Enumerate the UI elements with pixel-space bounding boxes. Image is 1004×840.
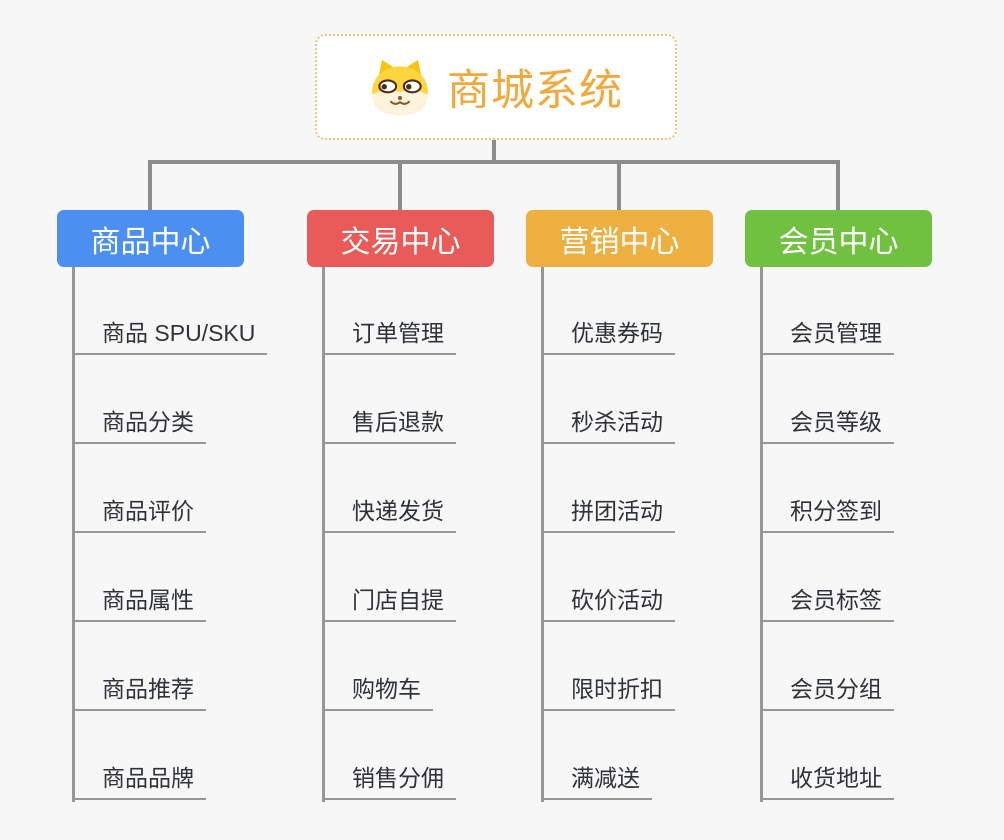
leaf-label: 会员管理 (790, 320, 882, 346)
leaf-label: 商品 SPU/SKU (102, 320, 256, 346)
branch-label: 会员中心 (778, 225, 899, 259)
leaf-label: 限时折扣 (571, 676, 663, 702)
leaf-label: 商品品牌 (102, 765, 194, 791)
leaf-node[interactable]: 收货地址 (760, 762, 894, 800)
root-node[interactable]: 商城系统 (315, 34, 677, 140)
leaf-label: 会员分组 (790, 676, 882, 702)
leaf-label: 销售分佣 (352, 765, 444, 791)
branch-trunk-marketing (541, 267, 544, 802)
leaf-label: 会员等级 (790, 409, 882, 435)
leaf-node[interactable]: 售后退款 (322, 406, 456, 444)
connector-root-stub (492, 139, 496, 163)
leaf-node[interactable]: 会员等级 (760, 406, 894, 444)
leaf-node[interactable]: 砍价活动 (541, 584, 675, 622)
leaf-node[interactable]: 商品分类 (72, 406, 206, 444)
leaf-node[interactable]: 会员标签 (760, 584, 894, 622)
leaf-node[interactable]: 会员管理 (760, 317, 894, 355)
branch-node-product-center[interactable]: 商品中心 (57, 210, 244, 267)
connector-horizontal-bar (148, 160, 840, 164)
leaf-label: 商品属性 (102, 587, 194, 613)
leaf-label: 会员标签 (790, 587, 882, 613)
leaf-label: 购物车 (352, 676, 421, 702)
leaf-label: 快递发货 (352, 498, 444, 524)
leaf-label: 售后退款 (352, 409, 444, 435)
leaf-node[interactable]: 订单管理 (322, 317, 456, 355)
leaf-node[interactable]: 快递发货 (322, 495, 456, 533)
connector-drop-product (148, 163, 152, 211)
leaf-node[interactable]: 秒杀活动 (541, 406, 675, 444)
leaf-label: 优惠券码 (571, 320, 663, 346)
leaf-label: 商品评价 (102, 498, 194, 524)
leaf-label: 商品分类 (102, 409, 194, 435)
leaf-label: 秒杀活动 (571, 409, 663, 435)
branch-node-member-center[interactable]: 会员中心 (745, 210, 932, 267)
connector-drop-member (836, 163, 840, 211)
leaf-node[interactable]: 拼团活动 (541, 495, 675, 533)
connector-drop-trade (398, 163, 402, 211)
branch-label: 交易中心 (340, 225, 461, 259)
leaf-node[interactable]: 会员分组 (760, 673, 894, 711)
leaf-node[interactable]: 优惠券码 (541, 317, 675, 355)
leaf-node[interactable]: 商品推荐 (72, 673, 206, 711)
leaf-node[interactable]: 商品属性 (72, 584, 206, 622)
branch-trunk-trade (322, 267, 325, 802)
dog-face-icon (369, 58, 431, 116)
branch-label: 营销中心 (559, 225, 680, 259)
branch-trunk-product (72, 267, 75, 802)
leaf-label: 砍价活动 (571, 587, 663, 613)
leaf-label: 商品推荐 (102, 676, 194, 702)
leaf-label: 积分签到 (790, 498, 882, 524)
leaf-label: 收货地址 (790, 765, 882, 791)
branch-node-marketing-center[interactable]: 营销中心 (526, 210, 713, 267)
leaf-label: 订单管理 (352, 320, 444, 346)
branch-label: 商品中心 (90, 225, 211, 259)
leaf-node[interactable]: 商品 SPU/SKU (72, 317, 268, 355)
leaf-node[interactable]: 商品品牌 (72, 762, 206, 800)
connector-drop-marketing (617, 163, 621, 211)
leaf-node[interactable]: 购物车 (322, 673, 433, 711)
branch-trunk-member (760, 267, 763, 802)
leaf-node[interactable]: 门店自提 (322, 584, 456, 622)
leaf-node[interactable]: 满减送 (541, 762, 652, 800)
leaf-label: 满减送 (571, 765, 640, 791)
leaf-node[interactable]: 积分签到 (760, 495, 894, 533)
leaf-node[interactable]: 商品评价 (72, 495, 206, 533)
branch-node-trade-center[interactable]: 交易中心 (307, 210, 494, 267)
leaf-label: 拼团活动 (571, 498, 663, 524)
leaf-label: 门店自提 (352, 587, 444, 613)
leaf-node[interactable]: 限时折扣 (541, 673, 675, 711)
leaf-node[interactable]: 销售分佣 (322, 762, 456, 800)
root-label: 商城系统 (447, 67, 623, 115)
